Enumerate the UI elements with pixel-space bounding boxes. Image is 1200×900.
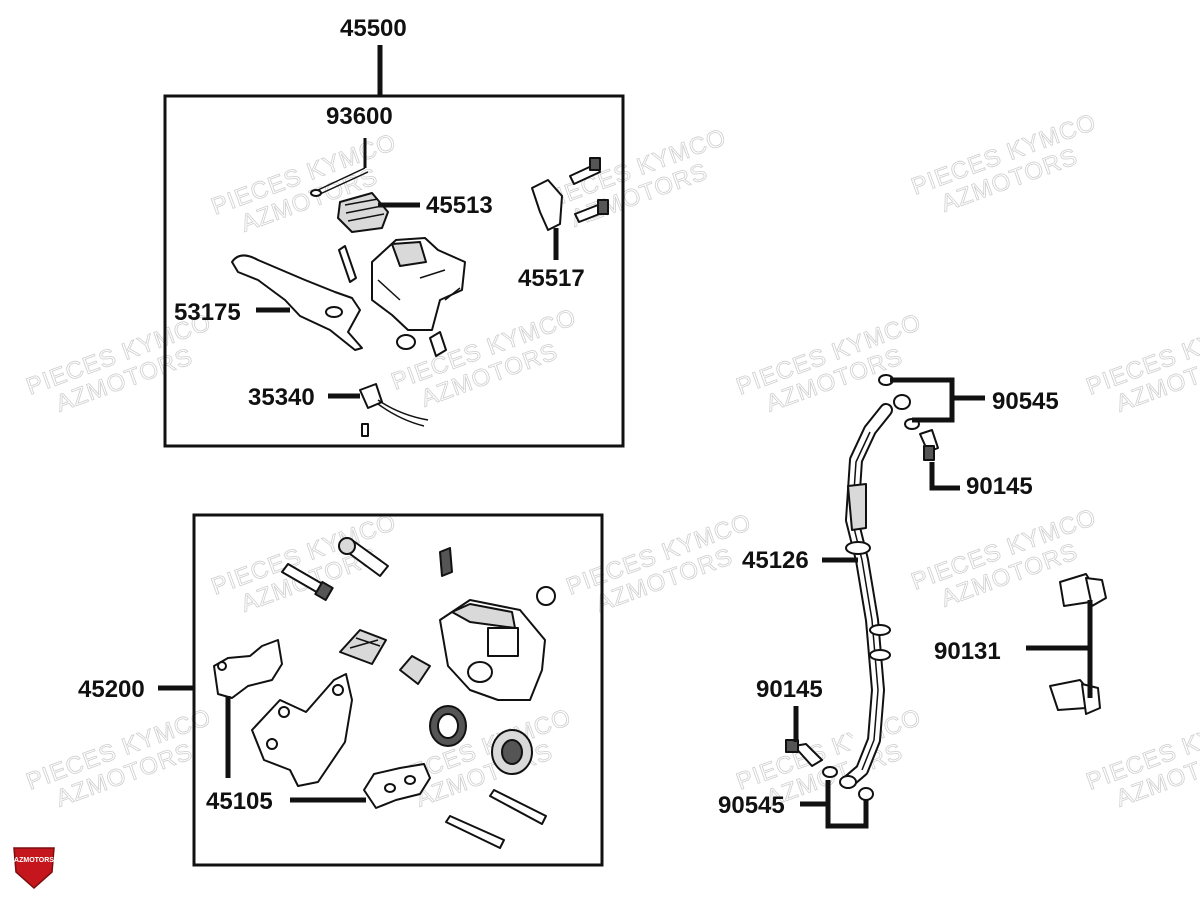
brake-caliper-assembly: 45200: [78, 513, 604, 867]
logo-text: AZMOTORS: [14, 857, 54, 864]
azmotors-logo: AZMOTORS: [13, 847, 55, 890]
piston[interactable]: [491, 729, 533, 775]
part-label-90545-top[interactable]: 90545: [992, 388, 1059, 415]
assembly-frame-45500: [163, 94, 625, 448]
part-label-53175[interactable]: 53175: [174, 299, 241, 326]
part-label-45513[interactable]: 45513: [426, 192, 493, 219]
part-label-90545-bottom[interactable]: 90545: [718, 792, 785, 819]
leader-line-90131: [1026, 600, 1093, 698]
master-cylinder-assembly: 45500 93600 45513 45517: [163, 15, 625, 448]
master-cylinder-body[interactable]: [338, 237, 466, 357]
screw-part-93600[interactable]: [310, 167, 369, 197]
brake-hose-group: 90545 90145 45126 90131: [718, 374, 1107, 829]
leader-line-90145-top: [929, 462, 960, 491]
leader-line-90545-bottom: [800, 780, 869, 829]
part-label-45517[interactable]: 45517: [518, 265, 585, 292]
part-label-45105[interactable]: 45105: [206, 788, 273, 815]
caliper-body[interactable]: [439, 599, 546, 701]
slide-pins[interactable]: [445, 789, 547, 849]
washer-bottom-90545[interactable]: [822, 766, 874, 801]
part-label-90131[interactable]: 90131: [934, 638, 1001, 665]
washer-top-90545[interactable]: [878, 374, 920, 430]
handlebar-clamp-part-45517[interactable]: [531, 157, 609, 231]
part-label-45200[interactable]: 45200: [78, 676, 145, 703]
part-label-90145-bottom[interactable]: 90145: [756, 676, 823, 703]
brake-pad-left-45105[interactable]: [213, 639, 283, 699]
caliper-pins[interactable]: [281, 537, 556, 606]
part-label-45126[interactable]: 45126: [742, 547, 809, 574]
banjo-bolt-bottom-90145[interactable]: [785, 739, 823, 767]
shield-icon: [13, 847, 55, 890]
part-label-93600[interactable]: 93600: [326, 103, 393, 130]
watermark-layer: PIECES KYMCO AZMOTORS PIECES KYMCO AZMOT…: [22, 108, 1200, 813]
leader-line-90545-top: [890, 377, 985, 423]
part-label-35340[interactable]: 35340: [248, 384, 315, 411]
brake-lever-part-53175[interactable]: [231, 254, 363, 351]
piston-seal[interactable]: [429, 705, 467, 747]
reservoir-cap-part-45513[interactable]: [337, 192, 389, 233]
brake-switch-part-35340[interactable]: [359, 383, 429, 437]
brake-hose-45126[interactable]: [839, 403, 893, 789]
pad-spring-clip[interactable]: [339, 629, 431, 685]
part-label-45500[interactable]: 45500: [340, 15, 407, 42]
mounting-bolts-90131[interactable]: [1049, 573, 1107, 715]
banjo-bolt-top-90145[interactable]: [919, 429, 939, 461]
part-label-90145-top[interactable]: 90145: [966, 473, 1033, 500]
caliper-bracket[interactable]: [251, 673, 353, 787]
brake-pad-right-45105[interactable]: [363, 763, 431, 809]
